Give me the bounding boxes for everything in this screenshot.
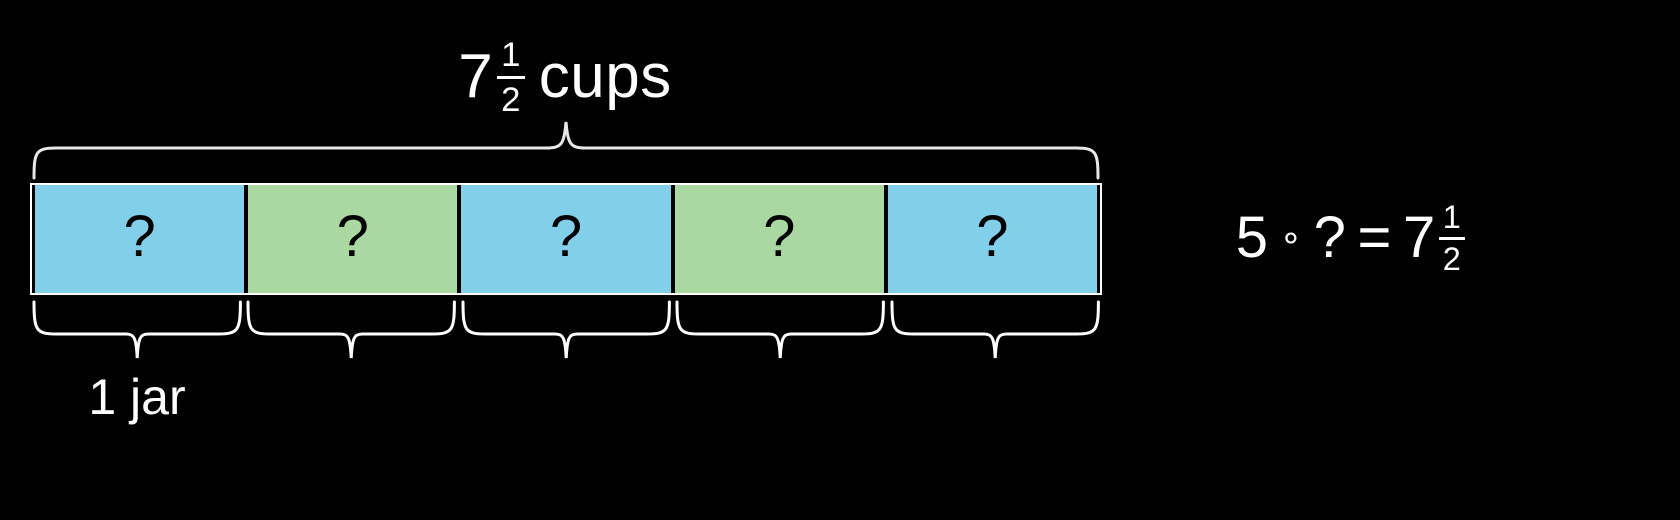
unit-label: cups (538, 41, 672, 111)
cell-value: ? (123, 204, 156, 269)
equals-sign: = (1357, 205, 1392, 271)
equation: 5 ∘ ? = 7 1 2 (1230, 200, 1471, 277)
tape-cell-4[interactable]: ? (674, 185, 884, 293)
result-fraction: 1 2 (1438, 198, 1465, 278)
unit-jar-label: 1 jar (88, 369, 186, 425)
result-whole-number: 7 (1403, 205, 1436, 271)
cell-value: ? (976, 204, 1009, 269)
bottom-brace-5 (888, 300, 1102, 362)
tape-cell-5[interactable]: ? (887, 185, 1098, 293)
fraction-numerator: 1 (501, 35, 521, 74)
mixed-number-total: 7 1 2 (458, 35, 526, 119)
bottom-brace-1 (30, 300, 244, 362)
cell-value: ? (763, 204, 796, 269)
bottom-braces (30, 300, 1102, 362)
cell-value: ? (336, 204, 369, 269)
tape-cell-1[interactable]: ? (35, 185, 245, 293)
result-numerator: 1 (1442, 198, 1461, 235)
fraction-bar (496, 75, 526, 79)
equation-multiplier: 5 (1235, 205, 1269, 271)
fraction-denominator: 2 (501, 80, 521, 119)
tape-cell-2[interactable]: ? (248, 185, 458, 293)
tape-cell-3[interactable]: ? (461, 185, 671, 293)
result-denominator: 2 (1442, 241, 1461, 278)
whole-number: 7 (458, 41, 494, 111)
result-fraction-bar (1438, 237, 1465, 241)
equation-unknown: ? (1313, 205, 1346, 271)
multiplication-dot-icon: ∘ (1279, 215, 1303, 257)
cell-value: ? (549, 204, 583, 269)
bottom-brace-3 (459, 300, 673, 362)
bottom-brace-4 (673, 300, 887, 362)
total-amount-label: 7 1 2 cups (0, 35, 1130, 119)
equation-result: 7 1 2 (1397, 200, 1470, 277)
fraction: 1 2 (496, 35, 526, 119)
bottom-brace-2 (244, 300, 458, 362)
top-brace (30, 118, 1102, 180)
tape-diagram: ? ? ? ? ? (32, 185, 1100, 293)
